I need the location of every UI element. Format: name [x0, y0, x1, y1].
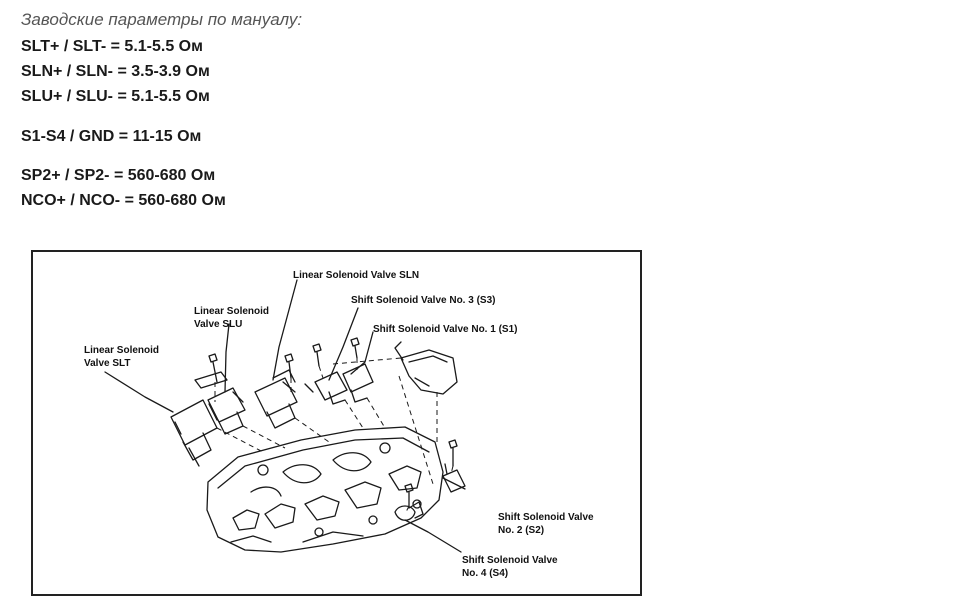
label-s2-line1: Shift Solenoid Valve — [498, 512, 594, 523]
label-s1: Shift Solenoid Valve No. 1 (S1) — [373, 324, 518, 335]
spec-slt: SLT+ / SLT- = 5.1-5.5 Ом — [21, 38, 203, 55]
label-s4-line2: No. 4 (S4) — [462, 568, 509, 579]
label-slu-line2: Valve SLU — [194, 319, 243, 330]
spec-sp2: SP2+ / SP2- = 560-680 Ом — [21, 167, 216, 184]
spec-sln: SLN+ / SLN- = 3.5-3.9 Ом — [21, 63, 210, 80]
spec-nco: NCO+ / NCO- = 560-680 Ом — [21, 192, 226, 209]
spec-s1-s4: S1-S4 / GND = 11-15 Ом — [21, 128, 202, 145]
label-slu-line1: Linear Solenoid — [194, 306, 270, 317]
label-s3: Shift Solenoid Valve No. 3 (S3) — [351, 295, 496, 306]
spec-slu: SLU+ / SLU- = 5.1-5.5 Ом — [21, 88, 210, 105]
label-sln: Linear Solenoid Valve SLN — [293, 270, 420, 281]
label-slt-line1: Linear Solenoid — [84, 345, 160, 356]
manual-parameters-heading: Заводские параметры по мануалу: — [21, 10, 303, 29]
solenoid-diagram: Linear Solenoid Valve SLN Shift Solenoid… — [31, 250, 642, 596]
valve-body-illustration — [104, 279, 466, 553]
label-slt-line2: Valve SLT — [84, 358, 131, 369]
label-s2-line2: No. 2 (S2) — [498, 525, 545, 536]
label-s4-line1: Shift Solenoid Valve — [462, 555, 558, 566]
